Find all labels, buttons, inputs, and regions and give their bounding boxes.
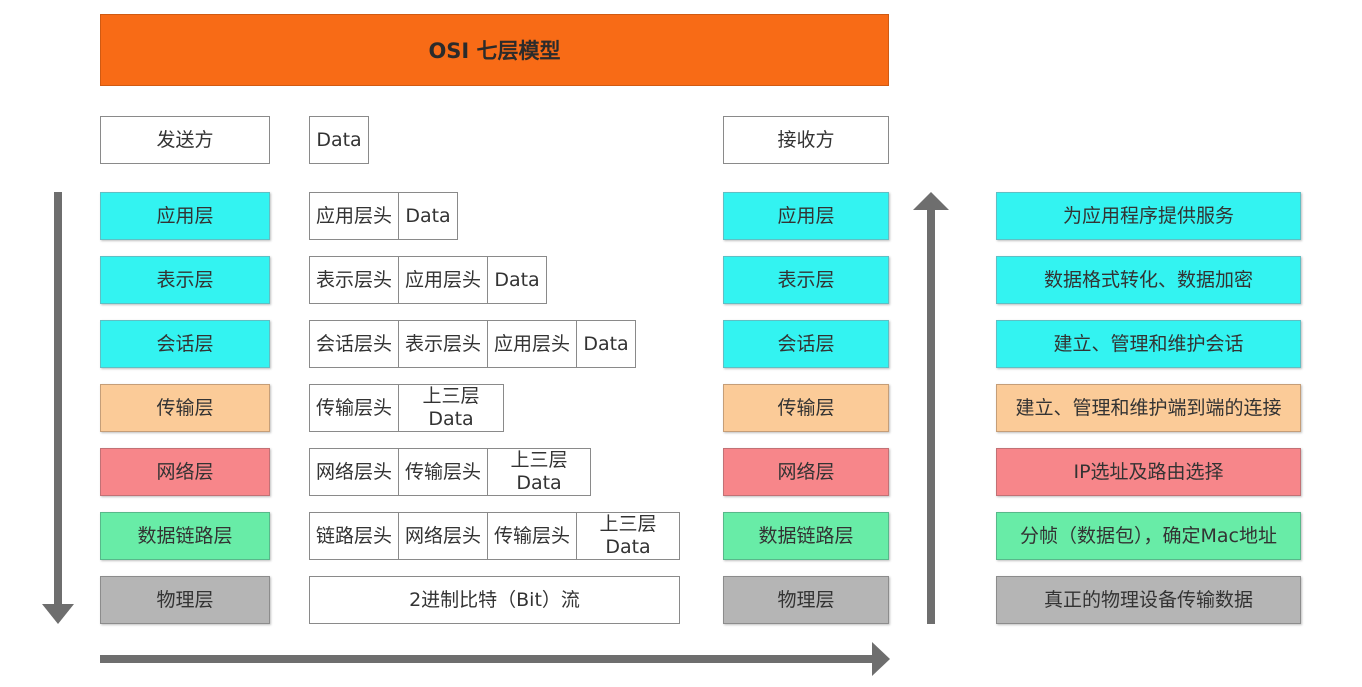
sender-label: 发送方 <box>100 116 270 164</box>
receiver-layer-presentation: 表示层 <box>723 256 889 304</box>
function-physical: 真正的物理设备传输数据 <box>996 576 1301 624</box>
encap-data-cell: Data <box>398 192 458 240</box>
receiver-layer-session: 会话层 <box>723 320 889 368</box>
encap-header-cell: 应用层头 <box>309 192 399 240</box>
top-data-cell: Data <box>309 116 369 164</box>
down-arrow-shaft <box>54 192 62 606</box>
function-session: 建立、管理和维护会话 <box>996 320 1301 368</box>
upper-layers-label: 上三层 <box>422 385 480 408</box>
encap-header-cell: 传输层头 <box>309 384 399 432</box>
function-application: 为应用程序提供服务 <box>996 192 1301 240</box>
sender-layer-presentation: 表示层 <box>100 256 270 304</box>
encap-header-cell: 表示层头 <box>398 320 488 368</box>
encap-header-cell: 应用层头 <box>487 320 577 368</box>
encap-header-cell: 传输层头 <box>487 512 577 560</box>
encap-header-cell: 链路层头 <box>309 512 399 560</box>
sender-layer-session: 会话层 <box>100 320 270 368</box>
encap-header-cell: 应用层头 <box>398 256 488 304</box>
upper-layers-label: 上三层 <box>510 449 568 472</box>
receiver-layer-physical: 物理层 <box>723 576 889 624</box>
encap-upper-data-cell: 上三层 Data <box>576 512 680 560</box>
function-presentation: 数据格式转化、数据加密 <box>996 256 1301 304</box>
encap-header-cell: 网络层头 <box>398 512 488 560</box>
encap-header-cell: 会话层头 <box>309 320 399 368</box>
encap-data-cell: Data <box>487 256 547 304</box>
sender-layer-data-link: 数据链路层 <box>100 512 270 560</box>
upper-layers-label: 上三层 <box>599 513 657 536</box>
function-transport: 建立、管理和维护端到端的连接 <box>996 384 1301 432</box>
upper-data-label: Data <box>428 408 474 430</box>
up-arrow-head <box>913 192 949 210</box>
down-arrow-head <box>42 604 74 624</box>
sender-layer-transport: 传输层 <box>100 384 270 432</box>
encap-header-cell: 表示层头 <box>309 256 399 304</box>
sender-layer-physical: 物理层 <box>100 576 270 624</box>
bottom-arrow-shaft <box>100 655 874 663</box>
function-data-link: 分帧（数据包），确定Mac地址 <box>996 512 1301 560</box>
receiver-layer-application: 应用层 <box>723 192 889 240</box>
upper-data-label: Data <box>605 536 651 558</box>
up-arrow-shaft <box>927 208 935 624</box>
receiver-layer-network: 网络层 <box>723 448 889 496</box>
receiver-layer-data-link: 数据链路层 <box>723 512 889 560</box>
sender-layer-network: 网络层 <box>100 448 270 496</box>
encap-header-cell: 传输层头 <box>398 448 488 496</box>
function-network: IP选址及路由选择 <box>996 448 1301 496</box>
receiver-layer-transport: 传输层 <box>723 384 889 432</box>
bitstream-cell: 2进制比特（Bit）流 <box>309 576 680 624</box>
encap-upper-data-cell: 上三层 Data <box>398 384 504 432</box>
encap-upper-data-cell: 上三层 Data <box>487 448 591 496</box>
bottom-arrow-head <box>872 642 890 676</box>
sender-layer-application: 应用层 <box>100 192 270 240</box>
diagram-title: OSI 七层模型 <box>100 14 889 86</box>
receiver-label: 接收方 <box>723 116 889 164</box>
upper-data-label: Data <box>516 472 562 494</box>
encap-data-cell: Data <box>576 320 636 368</box>
